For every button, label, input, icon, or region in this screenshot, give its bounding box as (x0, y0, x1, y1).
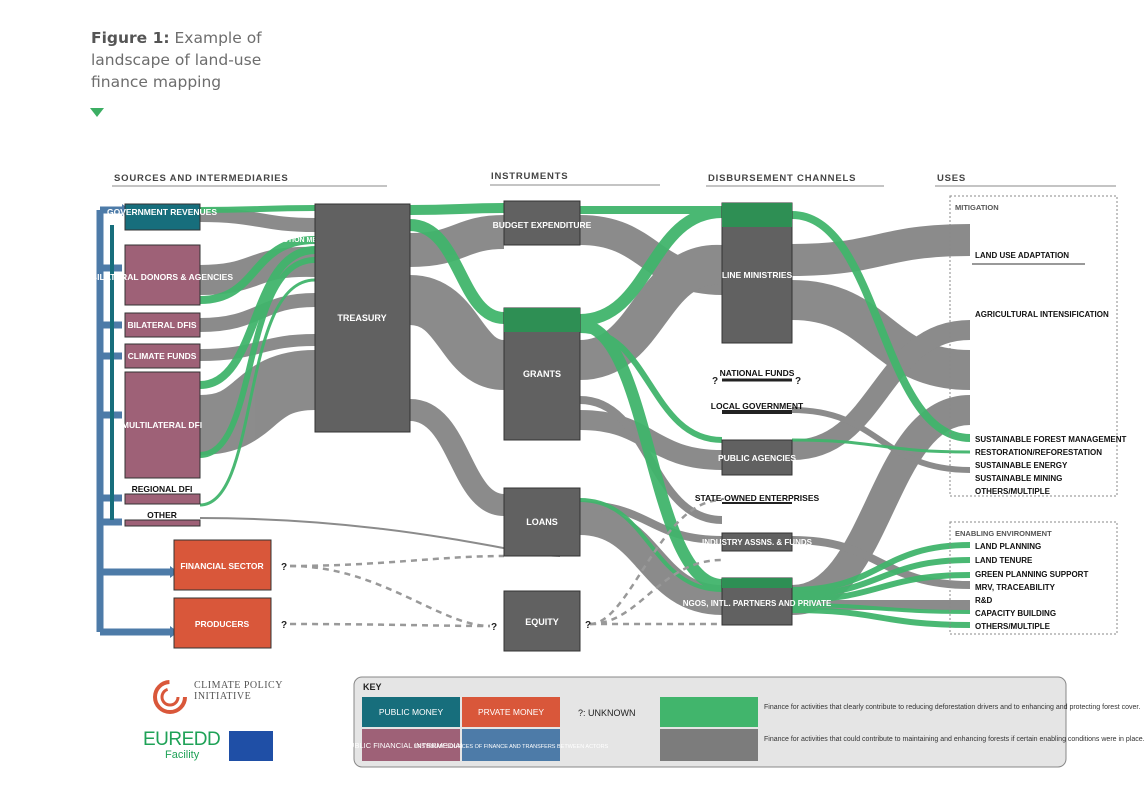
figure-caption: Figure 1: Example of landscape of land-u… (91, 27, 311, 93)
node-loans-label: LOANS (526, 517, 558, 527)
node-regional-label: REGIONAL DFI (132, 484, 193, 494)
col-uses-label: USES (937, 173, 966, 184)
caption-triangle-icon (90, 108, 104, 117)
node-ngos-label: NGOS, INTL. PARTNERS AND PRIVATE (683, 599, 832, 608)
node-other-label: OTHER (147, 510, 177, 520)
key-public (362, 697, 460, 727)
use-land-use-adaptation: LAND USE ADAPTATION (975, 251, 1069, 260)
node-government-revenues (124, 203, 201, 231)
eu-flag-icon (229, 731, 273, 761)
enabling-title: ENABLING ENVIRONMENT (955, 529, 1052, 538)
euredd-facility-text: Facility (165, 749, 200, 761)
node-producers (173, 597, 272, 649)
key-upstream-label: UPSTREAM SOURCES OF FINANCE AND TRANSFER… (414, 744, 609, 750)
key-grey-swatch (660, 729, 758, 761)
use-capacity-building: CAPACITY BUILDING (975, 609, 1056, 618)
figure-label: Figure 1: (91, 29, 170, 47)
key-green-desc: Finance for activities that clearly cont… (764, 704, 1140, 711)
node-line-label: LINE MINISTRIES (722, 270, 793, 280)
node-climate-funds-label: CLIMATE FUNDS (128, 351, 197, 361)
col-sources-label: SOURCES AND INTERMEDIARIES (114, 173, 289, 184)
node-producers-label: PRODUCERS (195, 619, 250, 629)
use-mitigation-others: OTHERS/MULTIPLE (975, 487, 1051, 496)
mitigation-box (949, 195, 1118, 497)
key-private (462, 697, 560, 727)
key-title: KEY (363, 682, 382, 692)
unknown-flows (289, 498, 723, 628)
key-grey-desc: Finance for activities that could contri… (764, 736, 1145, 743)
use-agricultural-intensification: AGRICULTURAL INTENSIFICATION (975, 310, 1109, 319)
key-unknown-label: ?: UNKNOWN (578, 708, 636, 718)
use-sustainable-mining: SUSTAINABLE MINING (975, 474, 1062, 483)
col-instruments-label: INSTRUMENTS (491, 171, 568, 182)
node-budget-label: BUDGET EXPENDITURE (493, 220, 592, 230)
node-gov-label: GOVERNMENT REVENUES (107, 207, 217, 217)
key-pfi-label: PUBLIC FINANCIAL INTERMEDIARIES (344, 741, 478, 750)
node-bilateral (124, 244, 201, 306)
figure-title: Example of landscape of land-use finance… (91, 29, 262, 91)
use-mrv: MRV, TRACEABILITY (975, 583, 1056, 592)
use-green-planning: GREEN PLANNING SUPPORT (975, 570, 1088, 579)
node-grants-label: GRANTS (523, 369, 561, 379)
node-public-agencies (721, 439, 793, 476)
node-loans (503, 487, 581, 557)
node-bilateral-label: BILATERAL DONORS & AGENCIES (91, 272, 233, 282)
node-public-agencies-label: PUBLIC AGENCIES (718, 453, 796, 463)
euredd-logo: EUREDD Facility (143, 729, 293, 765)
key-private-label: PRVATE MONEY (478, 707, 544, 717)
node-equity-label: EQUITY (525, 617, 559, 627)
node-industry-label: INDUSTRY ASSNS. & FUNDS (702, 538, 813, 547)
node-climate-funds (124, 343, 201, 369)
col-channels-label: DISBURSEMENT CHANNELS (708, 173, 856, 184)
node-line-green-portion (722, 203, 792, 227)
node-treasury (314, 203, 411, 433)
key-green-swatch (660, 697, 758, 727)
unknown-mark-equity-in: ? (491, 622, 497, 633)
node-local-label: LOCAL GOVERNMENT (711, 401, 804, 411)
cpi-logo-icon (153, 680, 187, 714)
unknown-mark-producers: ? (281, 620, 287, 631)
node-ngos-green-portion (722, 578, 792, 588)
node-budget (503, 200, 581, 246)
debt-reduction-label: DEBT REDUCTION MECHANISM (242, 237, 350, 244)
node-bilateral-dfis (124, 312, 201, 338)
node-grants-green-portion (504, 308, 580, 332)
euredd-text: EUREDD (143, 729, 221, 750)
unknown-mark-national-out: ? (795, 376, 801, 387)
key-upstream (462, 729, 560, 761)
enabling-box (949, 521, 1118, 635)
use-rd: R&D (975, 596, 993, 605)
node-industry (721, 532, 793, 552)
node-other (124, 519, 201, 527)
use-restoration: RESTORATION/REFORESTATION (975, 448, 1102, 457)
unknown-mark-equity-out: ? (585, 620, 591, 631)
unknown-mark-national-in: ? (712, 376, 718, 387)
node-equity (503, 590, 581, 652)
key-pfi (362, 729, 460, 761)
node-multilateral (124, 371, 201, 479)
grey-flows (198, 208, 972, 615)
use-sustainable-energy: SUSTAINABLE ENERGY (975, 461, 1068, 470)
green-flows (199, 203, 971, 628)
use-land-tenure: LAND TENURE (975, 556, 1033, 565)
mitigation-title: MITIGATION (955, 203, 999, 212)
use-sustainable-forest: SUSTAINABLE FOREST MANAGEMENT (975, 435, 1127, 444)
use-land-planning: LAND PLANNING (975, 542, 1041, 551)
gov-text: GOVERNMENT REVENUES (107, 207, 217, 217)
node-financial-sector (173, 539, 272, 591)
use-enabling-others: OTHERS/MULTIPLE (975, 622, 1051, 631)
node-bilateral-dfis-label: BILATERAL DFIS (127, 320, 196, 330)
key-public-label: PUBLIC MONEY (379, 707, 444, 717)
node-financial-sector-label: FINANCIAL SECTOR (180, 561, 263, 571)
unknown-mark-financial: ? (281, 562, 287, 573)
node-soe-label: STATE-OWNED ENTERPRISES (695, 493, 820, 503)
cpi-logo: CLIMATE POLICY INITIATIVE (150, 677, 290, 721)
node-national-label: NATIONAL FUNDS (720, 368, 795, 378)
cpi-logo-text: CLIMATE POLICY INITIATIVE (194, 680, 283, 702)
node-regional-dfi (124, 493, 201, 505)
node-treasury-label: TREASURY (337, 313, 386, 323)
node-multilateral-label: MULTILATERAL DFI (122, 420, 202, 430)
